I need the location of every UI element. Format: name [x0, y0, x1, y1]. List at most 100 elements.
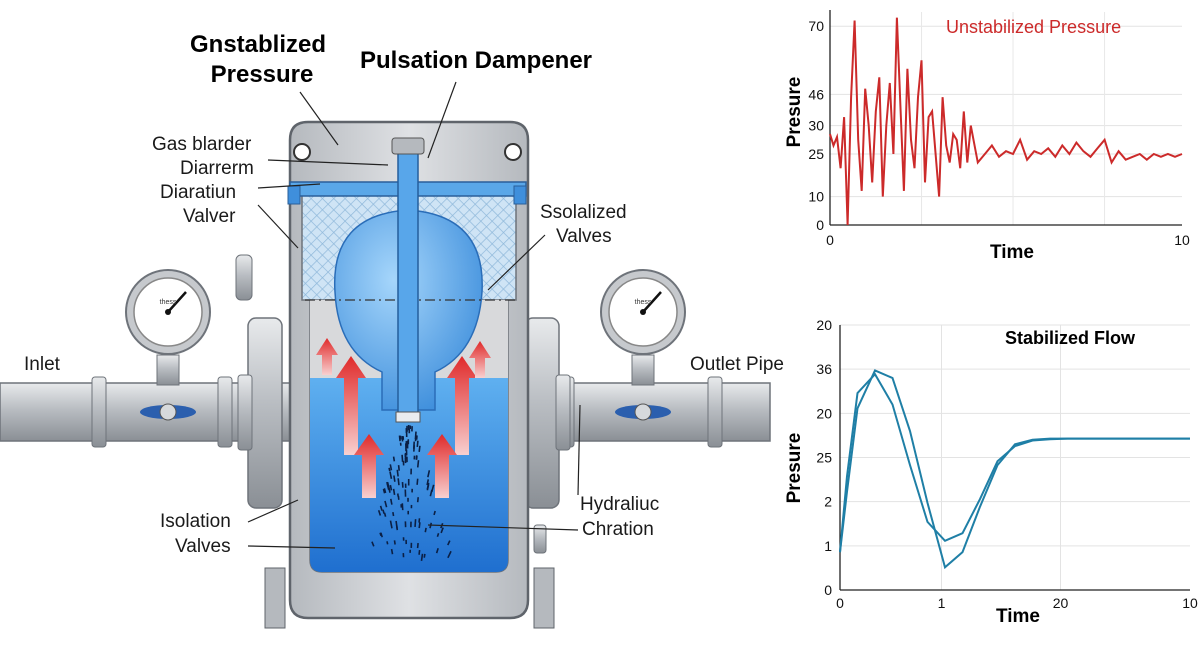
spray-droplet: [414, 519, 417, 527]
spray-droplet: [402, 436, 405, 440]
bottom-y-tick-label: 25: [816, 450, 832, 466]
spray-droplet: [410, 468, 412, 475]
spray-droplet: [416, 460, 420, 468]
spray-droplet: [416, 543, 419, 549]
label-diaphragm-line2: Valver: [183, 206, 236, 227]
spray-droplet: [388, 467, 391, 472]
left-flange: [237, 317, 283, 509]
top-x-tick-label: 10: [1174, 232, 1190, 248]
label-inlet: Inlet: [24, 354, 61, 375]
top-y-tick-label: 10: [808, 189, 824, 205]
spray-droplet: [412, 441, 415, 449]
top-y-tick-label: 25: [808, 146, 824, 162]
bottom-y-tick-label: 36: [816, 361, 832, 377]
spray-droplet: [377, 510, 382, 516]
spray-droplet: [402, 553, 405, 558]
spray-droplet: [423, 553, 426, 558]
spray-droplet: [402, 460, 405, 466]
spray-droplet: [397, 465, 400, 471]
spray-droplet: [389, 520, 393, 529]
spray-droplet: [401, 503, 404, 511]
spray-droplet: [383, 488, 387, 494]
spray-droplet: [386, 541, 389, 545]
spray-droplet: [386, 481, 390, 490]
bottom-y-axis-title: Presure: [784, 433, 805, 504]
label-isolation-right-line2: Valves: [556, 226, 612, 247]
central-rod: [397, 149, 419, 419]
spray-droplet: [401, 454, 404, 462]
spray-droplet: [390, 498, 393, 505]
bottom-y-tick-label: 20: [816, 317, 832, 333]
fluid-spray: [371, 424, 452, 561]
main-title: Pulsation Dampener: [360, 47, 592, 74]
outlet-pressure-gauge: thess: [600, 269, 686, 386]
label-isolation-right-line1: Ssolalized: [540, 202, 627, 223]
label-isolation-left-line1: Isolation: [160, 511, 231, 532]
spray-droplet: [411, 488, 413, 493]
spray-droplet: [389, 464, 393, 471]
spray-droplet: [426, 482, 430, 490]
spray-droplet: [405, 431, 408, 437]
spray-droplet: [409, 425, 412, 430]
spray-droplet: [399, 442, 402, 446]
spray-droplet: [407, 439, 410, 445]
title-left-line2: Pressure: [211, 61, 314, 88]
bottom-x-tick-label: 0: [836, 595, 844, 611]
svg-text:thess: thess: [160, 299, 177, 306]
label-hydraulic-line2: Chration: [582, 519, 654, 540]
top-y-tick-label: 0: [816, 217, 824, 233]
charging-valve-icon: [391, 137, 425, 155]
label-gas-bladder-line1: Gas blarder: [152, 134, 252, 155]
spray-droplet: [433, 510, 436, 516]
spray-droplet: [407, 497, 409, 502]
spray-droplet: [405, 539, 408, 545]
spray-droplet: [436, 533, 440, 538]
top-y-tick-label: 46: [808, 86, 824, 102]
svg-text:thess: thess: [635, 299, 652, 306]
spray-droplet: [410, 504, 413, 509]
spray-droplet: [382, 509, 385, 514]
top-chart-title: Unstabilized Pressure: [946, 17, 1121, 37]
top-x-axis-title: Time: [990, 242, 1034, 263]
spray-droplet: [393, 475, 396, 482]
spray-droplet: [415, 435, 418, 440]
label-gas-bladder-line2: Diarrerm: [180, 158, 254, 179]
spray-droplet: [420, 553, 424, 561]
spray-droplet: [418, 522, 421, 529]
stabilized-flow-series-2: [839, 369, 1190, 570]
spray-droplet: [416, 497, 419, 503]
spray-droplet: [404, 457, 407, 464]
spray-droplet: [371, 541, 375, 547]
pressure-arrows: [316, 338, 491, 498]
bottom-chart-title: Stabilized Flow: [1005, 328, 1136, 348]
bottom-y-tick-label: 1: [824, 538, 832, 554]
spray-droplet: [430, 484, 435, 493]
spray-droplet: [407, 510, 410, 515]
title-left-line1: Gnstablized: [190, 31, 326, 58]
bottom-y-tick-label: 20: [816, 405, 832, 421]
spray-droplet: [393, 540, 396, 545]
spray-droplet: [447, 550, 452, 559]
bottom-x-axis-title: Time: [996, 606, 1040, 627]
label-outlet: Outlet Pipe: [690, 354, 784, 375]
spray-droplet: [404, 489, 407, 497]
bottom-x-tick-label: 10: [1182, 595, 1198, 611]
spray-droplet: [401, 481, 404, 488]
spray-droplet: [392, 488, 396, 496]
top-y-tick-label: 70: [808, 18, 824, 34]
spray-droplet: [416, 478, 419, 485]
spray-droplet: [399, 435, 402, 440]
spray-droplet: [397, 495, 400, 500]
right-flange: [524, 317, 571, 509]
spray-droplet: [406, 425, 408, 432]
label-diaphragm-line1: Diaratiun: [160, 182, 236, 203]
inlet-pressure-gauge: thess: [125, 269, 211, 386]
spray-droplet: [389, 484, 393, 491]
spray-droplet: [447, 540, 451, 546]
spray-droplet: [395, 520, 398, 529]
inlet-valve-handle-icon: [140, 403, 196, 421]
spray-droplet: [404, 453, 407, 458]
spray-droplet: [406, 456, 408, 463]
